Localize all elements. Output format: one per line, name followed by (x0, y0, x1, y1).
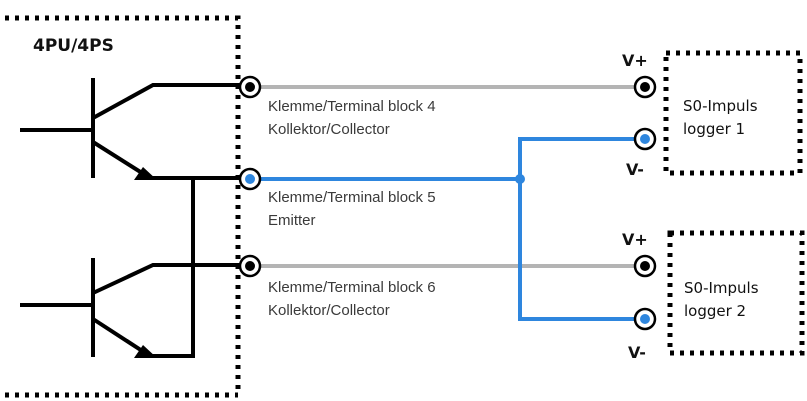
logger-1-title: S0-Impuls (683, 97, 758, 115)
logger-2-title: S0-Impuls (684, 279, 759, 297)
terminal-5-sublabel: Emitter (268, 212, 316, 229)
logger-1-vminus-label: V- (626, 160, 644, 179)
module-title: 4PU/4PS (33, 36, 114, 56)
terminal-4-sublabel: Kollektor/Collector (268, 121, 390, 138)
terminal-6-sublabel: Kollektor/Collector (268, 302, 390, 319)
logger-1-vminus-terminal (633, 127, 657, 151)
logger-1-subtitle: logger 1 (683, 120, 745, 138)
transistor-1-emitter-arrow (134, 167, 157, 180)
logger-2-vplus-label: V+ (622, 230, 648, 249)
transistor-2 (20, 258, 248, 358)
logger-1-vplus-terminal (633, 75, 657, 99)
logger-2-subtitle: logger 2 (684, 302, 746, 320)
logger-2-vplus-terminal (633, 254, 657, 278)
logger-2-vminus-terminal (633, 307, 657, 331)
terminal-5 (238, 167, 262, 191)
terminal-6-label: Klemme/Terminal block 6 (268, 279, 436, 296)
terminal-4-label: Klemme/Terminal block 4 (268, 98, 436, 115)
logger-1-enclosure (663, 50, 803, 176)
logger-1-vplus-label: V+ (622, 51, 648, 70)
terminal-5-label: Klemme/Terminal block 5 (268, 189, 436, 206)
terminal-6 (238, 254, 262, 278)
terminal-4 (238, 75, 262, 99)
transistor-1 (20, 78, 248, 180)
emitter-wire (248, 137, 645, 321)
logger-2-vminus-label: V- (628, 343, 646, 362)
module-enclosure (5, 15, 241, 398)
logger-2-enclosure (667, 230, 805, 356)
emitter-junction-dot (515, 174, 525, 184)
transistor-2-emitter-arrow (134, 345, 157, 358)
